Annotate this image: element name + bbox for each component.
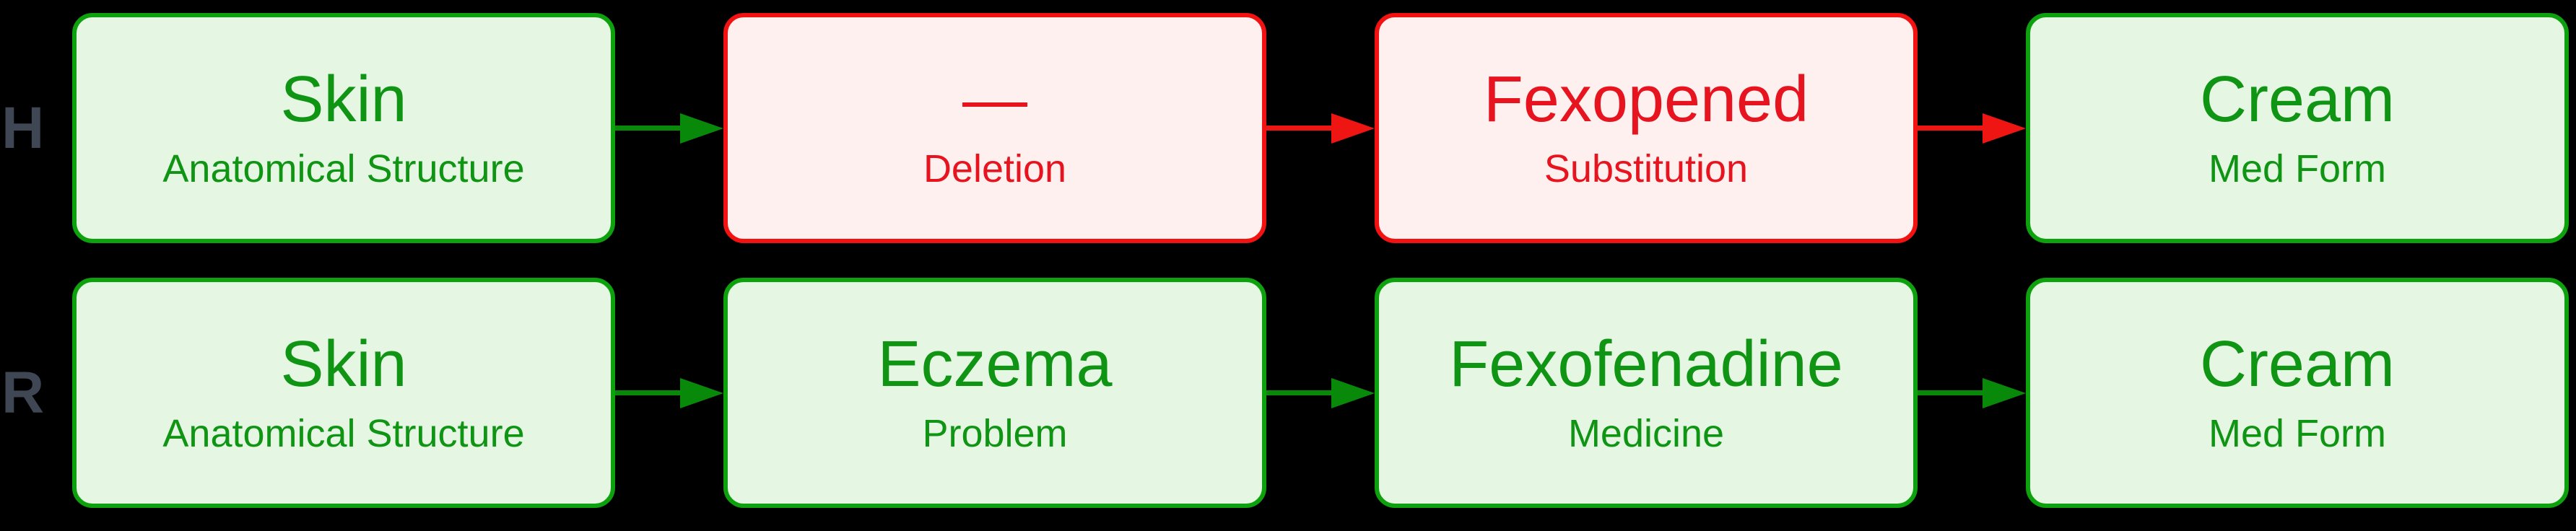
row-label: R — [1, 359, 45, 426]
arrow-shaft — [1918, 390, 1984, 395]
flow-arrow — [1918, 13, 2026, 243]
node-subtitle: Med Form — [2208, 147, 2387, 191]
node-title: Cream — [2199, 63, 2396, 136]
node-subtitle: Problem — [922, 412, 1068, 456]
node-subtitle: Deletion — [923, 147, 1067, 191]
flow-arrow — [615, 13, 723, 243]
node-subtitle: Med Form — [2208, 412, 2387, 456]
arrow-shaft — [615, 126, 682, 131]
flow-arrow — [1266, 13, 1375, 243]
arrow-head-icon — [1983, 113, 2026, 144]
arrow-head-icon — [1983, 377, 2026, 408]
node-title: Skin — [280, 328, 407, 400]
node-title: — — [962, 63, 1027, 136]
node-title: Skin — [280, 63, 407, 136]
flow-row-r: R Skin Anatomical Structure Eczema Probl… — [0, 278, 2569, 508]
node-box: Fexofenadine Medicine — [1375, 278, 1918, 508]
arrow-shaft — [615, 390, 682, 395]
node-box: Fexopened Substitution — [1375, 13, 1918, 243]
node-box: — Deletion — [723, 13, 1266, 243]
node-subtitle: Substitution — [1544, 147, 1749, 191]
arrow-shaft — [1266, 126, 1333, 131]
arrow-head-icon — [1331, 113, 1375, 144]
node-box: Skin Anatomical Structure — [72, 278, 615, 508]
flow-row-h: H Skin Anatomical Structure — Deletion F… — [0, 13, 2569, 243]
flow-arrow — [1918, 278, 2026, 508]
node-box: Eczema Problem — [723, 278, 1266, 508]
node-subtitle: Medicine — [1567, 412, 1725, 456]
arrow-shaft — [1918, 126, 1984, 131]
node-subtitle: Anatomical Structure — [162, 412, 525, 456]
arrow-head-icon — [680, 113, 723, 144]
row-label: H — [1, 95, 45, 161]
node-box: Skin Anatomical Structure — [72, 13, 615, 243]
node-title: Fexofenadine — [1449, 328, 1843, 400]
node-box: Cream Med Form — [2026, 13, 2569, 243]
arrow-head-icon — [680, 377, 723, 408]
flow-arrow — [615, 278, 723, 508]
flow-arrow — [1266, 278, 1375, 508]
arrow-head-icon — [1331, 377, 1375, 408]
arrow-shaft — [1266, 390, 1333, 395]
node-title: Fexopened — [1483, 63, 1809, 136]
node-box: Cream Med Form — [2026, 278, 2569, 508]
node-title: Eczema — [877, 328, 1113, 400]
node-subtitle: Anatomical Structure — [162, 147, 525, 191]
node-title: Cream — [2199, 328, 2396, 400]
